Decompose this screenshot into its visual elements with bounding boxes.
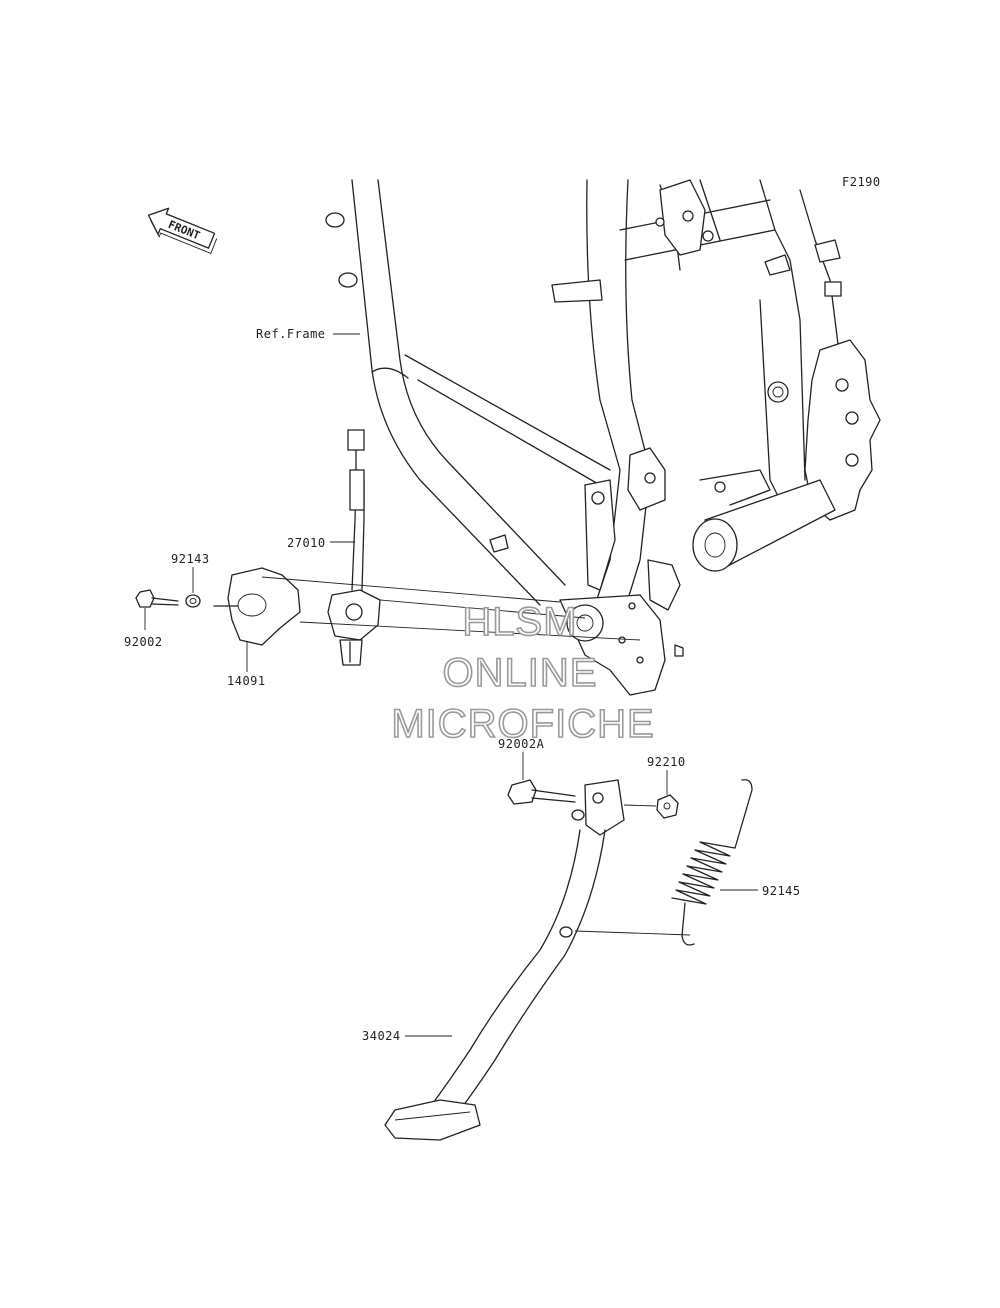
ref-frame-label: Ref.Frame — [256, 327, 326, 341]
front-direction-arrow: FRONT — [147, 207, 218, 254]
callout-27010: 27010 — [287, 536, 326, 550]
watermark-line-3: MICROFICHE — [391, 702, 654, 746]
callout-34024: 34024 — [362, 1029, 401, 1043]
callout-92002a: 92002A — [498, 737, 545, 751]
watermark-line-1: HLSM — [462, 600, 577, 644]
side-stand — [384, 779, 753, 1141]
watermark: HLSM ONLINE MICROFICHE — [391, 599, 655, 747]
callout-14091: 14091 — [227, 674, 266, 688]
watermark-line-2: ONLINE — [443, 651, 598, 695]
frame-drawing — [325, 179, 881, 696]
side-stand-switch-assembly — [135, 429, 641, 666]
callout-92210: 92210 — [647, 755, 686, 769]
callout-92143: 92143 — [171, 552, 210, 566]
callout-92002: 92002 — [124, 635, 163, 649]
leader-lines — [144, 333, 758, 1037]
callout-92145: 92145 — [762, 884, 801, 898]
figure-code: F2190 — [842, 175, 881, 189]
